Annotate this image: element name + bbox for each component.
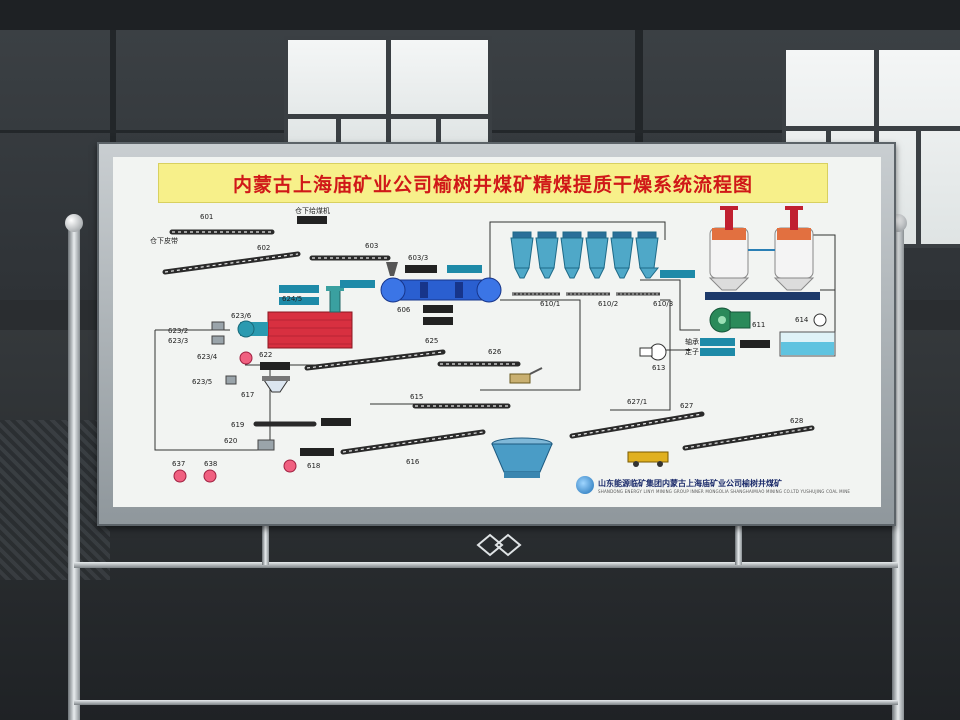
scrubber-towers — [705, 206, 820, 300]
page-title: 内蒙古上海庙矿业公司榆树井煤矿精煤提质干燥系统流程图 — [232, 173, 753, 196]
water-tank-614 — [779, 313, 836, 357]
loader-626 — [509, 367, 543, 384]
hot-air-furnace — [237, 286, 353, 349]
label-619: 619 — [231, 421, 245, 429]
label-625: 625 — [425, 337, 439, 345]
stand-base-bar — [74, 700, 898, 705]
conveyor-628 — [682, 425, 815, 451]
label-624-5: 624/5 — [282, 295, 303, 303]
label-sensor-stator: 定子 — [685, 348, 699, 356]
main-fan-611 — [709, 307, 751, 333]
label-warehouse-feeder: 仓下给煤机 — [295, 207, 330, 215]
label-601: 601 — [200, 213, 214, 221]
label-615: 615 — [410, 393, 424, 401]
label-626: 626 — [488, 348, 502, 356]
valves — [211, 321, 275, 451]
label-616: 616 — [406, 458, 420, 466]
title-banner: 内蒙古上海庙矿业公司榆树井煤矿精煤提质干燥系统流程图 — [158, 163, 828, 203]
label-623-4: 623/4 — [197, 353, 218, 361]
footer-company: 山东能源临矿集团内蒙古上海庙矿业公司榆树井煤矿 — [598, 478, 782, 488]
label-627-1: 627/1 — [627, 398, 648, 406]
hopper-617 — [262, 376, 290, 393]
conveyor-616 — [340, 429, 486, 455]
label-613: 613 — [652, 364, 666, 372]
label-606: 606 — [397, 306, 411, 314]
label-627: 627 — [680, 402, 694, 410]
label-warehouse-belt: 仓下皮带 — [150, 237, 178, 245]
stand-emblem — [476, 533, 522, 557]
rotary-dryer-606 — [380, 262, 502, 303]
label-603-3: 603/3 — [408, 254, 429, 262]
label-610-2: 610/2 — [598, 300, 619, 308]
label-617: 617 — [241, 391, 255, 399]
window-left — [284, 36, 492, 150]
stand-crossbar — [74, 562, 898, 568]
instrument-panels — [260, 216, 770, 456]
product-silo — [491, 437, 553, 478]
label-610-1: 610/1 — [540, 300, 561, 308]
label-618: 618 — [307, 462, 321, 470]
label-603: 603 — [365, 242, 379, 250]
label-623-2: 623/2 — [168, 327, 189, 335]
label-623-6: 623/6 — [231, 312, 252, 320]
label-638: 638 — [204, 460, 218, 468]
label-620: 620 — [224, 437, 238, 445]
label-623-3: 623/3 — [168, 337, 189, 345]
label-sensor-bearing: 轴承 — [685, 338, 699, 346]
ceiling — [0, 0, 960, 30]
label-611: 611 — [752, 321, 766, 329]
label-610-3: 610/3 — [653, 300, 674, 308]
company-logo — [576, 476, 594, 494]
label-622: 622 — [259, 351, 273, 359]
floor-grating — [0, 420, 110, 580]
fan-613 — [639, 343, 667, 361]
flow-lines — [154, 221, 836, 451]
cyclone-silos — [510, 231, 660, 279]
label-602: 602 — [257, 244, 271, 252]
stand-post-left — [68, 225, 80, 720]
truck-627 — [627, 451, 669, 467]
label-628: 628 — [790, 417, 804, 425]
label-637: 637 — [172, 460, 186, 468]
footer-subtext: SHANDONG ENERGY LINYI MINING GROUP INNER… — [598, 489, 851, 494]
stand-brace — [735, 525, 742, 565]
label-614: 614 — [795, 316, 809, 324]
stand-knob-left — [65, 214, 83, 232]
label-623-5: 623/5 — [192, 378, 213, 386]
small-fans — [173, 351, 297, 483]
stand-brace — [262, 525, 269, 565]
